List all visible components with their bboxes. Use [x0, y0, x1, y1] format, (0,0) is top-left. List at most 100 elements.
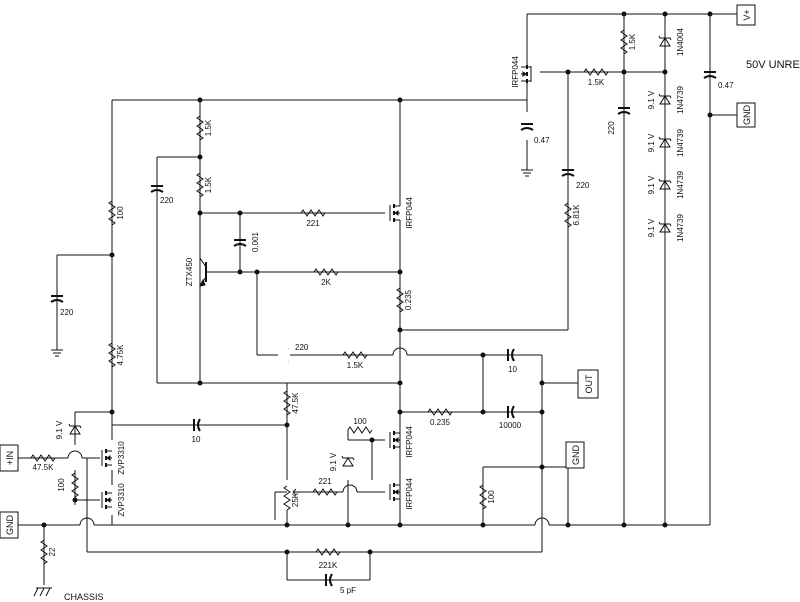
junction-dots	[41, 11, 713, 555]
resistor-r221k	[315, 548, 341, 556]
label-r0235-a: 0.235	[404, 289, 413, 310]
mosfet-zvp-b	[101, 490, 113, 510]
port-gnd-top: GND	[736, 102, 756, 128]
label-v-gate: 9.1 V	[329, 452, 338, 471]
label-r100-out: 100	[487, 490, 496, 504]
label-r221k: 221K	[319, 561, 338, 570]
label-r1k5-fb: 1.5K	[347, 361, 364, 370]
port-in-label: +IN	[5, 451, 15, 465]
port-gnd-in: GND	[0, 511, 19, 539]
resistor-r100-out	[479, 484, 487, 510]
port-gnd-top-label: GND	[742, 105, 752, 126]
label-r475k-in: 47.5K	[33, 463, 55, 472]
label-v-in: 9.1 V	[55, 420, 64, 439]
port-vplus: V+	[736, 4, 756, 26]
label-r6k81: 6.81K	[572, 204, 581, 226]
resistor-r100-left	[108, 200, 116, 226]
label-r0235-b: 0.235	[430, 418, 451, 427]
ground-icon	[520, 169, 534, 177]
label-zvp-b: ZVP3310	[117, 483, 126, 517]
potentiometer-25k	[283, 485, 291, 511]
label-v-d: 9.1 V	[647, 218, 656, 237]
label-c10-out: 10	[508, 365, 517, 374]
label-r100-left: 100	[116, 206, 125, 220]
chassis-label: CHASSIS	[64, 592, 104, 602]
port-in: +IN	[0, 444, 19, 472]
label-r22: 22	[48, 547, 57, 556]
label-d1n4004: 1N4004	[676, 27, 685, 56]
label-c220-left: 220	[60, 308, 74, 317]
mosfet-zvp-a	[101, 448, 113, 468]
label-r100-gate: 100	[353, 417, 367, 426]
label-c220-fb: 220	[295, 343, 309, 352]
resistor-r475k-b	[283, 390, 291, 416]
label-c10000: 10000	[499, 421, 522, 430]
zener-gate	[341, 455, 355, 467]
port-gnd-in-label: GND	[5, 515, 15, 536]
resistor-r0235-a	[396, 287, 404, 313]
label-irfp-q3: IRFP044	[405, 478, 414, 510]
resistor-r22	[40, 539, 48, 565]
label-r1k5-a: 1.5K	[204, 119, 213, 136]
mosfet-irfp-q2	[389, 430, 401, 450]
label-v-a: 9.1 V	[647, 90, 656, 109]
label-r221-a: 221	[306, 219, 320, 228]
label-c047-gate: 0.47	[534, 136, 550, 145]
ground-icon	[50, 349, 64, 357]
label-c220-top: 220	[607, 121, 616, 135]
label-r100-in: 100	[57, 478, 66, 492]
label-c10-in: 10	[192, 435, 201, 444]
label-c047-top: 0.47	[718, 81, 734, 90]
bjt-ztx450	[199, 257, 212, 287]
label-zvp-a: ZVP3310	[117, 441, 126, 475]
transistors	[101, 60, 532, 510]
resistor-r1k5-b	[196, 172, 204, 198]
label-r1k5-b: 1.5K	[204, 176, 213, 193]
label-r1k5-gate: 1.5K	[588, 78, 605, 87]
chassis-ground-icon	[33, 587, 52, 597]
label-r221-b: 221	[318, 477, 332, 486]
label-c220-r: 220	[576, 181, 590, 190]
label-irfp-top: IRFP044	[511, 56, 520, 88]
resistors	[30, 29, 628, 565]
wires	[18, 13, 740, 585]
resistor-r475k	[108, 342, 116, 368]
ground-symbols	[50, 169, 534, 357]
label-r475k-b: 47.5K	[291, 392, 300, 414]
resistor-r1k5-a	[196, 115, 204, 141]
label-z-d: 1N4739	[676, 213, 685, 242]
port-gnd-out-label: GND	[571, 445, 581, 466]
label-z-a: 1N4739	[676, 85, 685, 114]
resistor-r475k-in	[30, 454, 56, 462]
mosfet-irfp-top	[520, 64, 532, 84]
label-r475k: 4.75K	[116, 344, 125, 366]
resistor-r0235-b	[427, 408, 453, 416]
capacitors	[50, 71, 717, 587]
resistor-r2k	[313, 268, 339, 276]
label-c220-mid: 220	[160, 196, 174, 205]
resistor-r1k5-fb	[342, 351, 368, 359]
resistor-r100-in	[71, 472, 79, 498]
port-gnd-out: GND	[565, 441, 585, 469]
port-out: OUT	[577, 369, 599, 399]
label-v-c: 9.1 V	[647, 175, 656, 194]
port-vplus-label: V+	[742, 9, 752, 20]
capacitor-c047-gate	[520, 123, 534, 131]
resistor-r100-gate	[347, 426, 373, 434]
label-c5pf: 5 pF	[340, 586, 356, 595]
label-c0001: 0.001	[251, 231, 260, 252]
resistor-r6k81	[564, 202, 572, 228]
mosfet-irfp-q3	[389, 482, 401, 502]
label-z-c: 1N4739	[676, 170, 685, 199]
label-r1k5-top: 1.5K	[628, 33, 637, 50]
resistor-r1k5-top	[620, 29, 628, 55]
label-pot25k: 25K	[291, 492, 300, 507]
resistor-r221-b	[312, 488, 338, 496]
label-ztx: ZTX450	[185, 257, 194, 286]
supply-title: 50V UNREG	[746, 59, 800, 71]
label-v-b: 9.1 V	[647, 133, 656, 152]
label-irfp-q2: IRFP044	[405, 426, 414, 458]
label-r2k: 2K	[321, 278, 331, 287]
resistor-r221-a	[300, 209, 326, 217]
